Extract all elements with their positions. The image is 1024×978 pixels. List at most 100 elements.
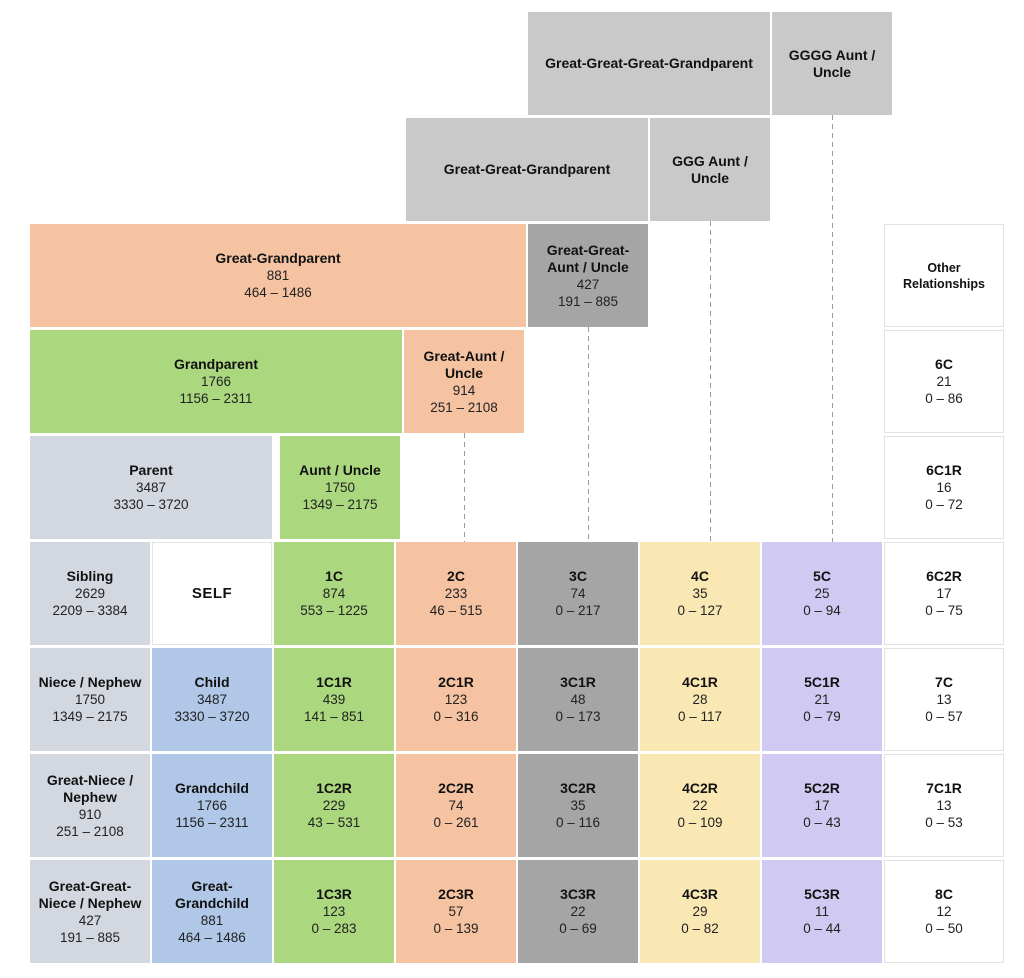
cell-title: 7C <box>935 674 953 690</box>
dashed-connector-gg-aunt-to-3c <box>588 327 589 542</box>
cell-average: 1750 <box>74 692 106 707</box>
cell-average: 22 <box>570 904 586 919</box>
cell-average: 17 <box>814 798 830 813</box>
cell-range: 0 – 53 <box>925 815 963 830</box>
cell-title: 4C3R <box>682 886 718 902</box>
cell-great-niece-nephew: Great-Niece / Nephew 910 251 – 2108 <box>30 754 150 857</box>
cell-range: 0 – 127 <box>677 603 723 618</box>
cell-average: 57 <box>448 904 464 919</box>
cell-parent: Parent 3487 3330 – 3720 <box>30 436 272 539</box>
cell-range: 0 – 72 <box>925 497 963 512</box>
cell-title: Niece / Nephew <box>38 674 142 690</box>
relationship-grid: Great-Great-Great-Grandparent GGGG Aunt … <box>30 12 1004 963</box>
cell-title: 5C3R <box>804 886 840 902</box>
cell-1c3r: 1C3R 123 0 – 283 <box>274 860 394 963</box>
cell-average: 1766 <box>196 798 228 813</box>
cell-title: 2C <box>447 568 465 584</box>
cell-great-great-aunt-uncle: Great-Great-Aunt / Uncle 427 191 – 885 <box>528 224 648 327</box>
cell-average: 11 <box>814 904 829 919</box>
dashed-connector-great-aunt-to-2c <box>464 433 465 542</box>
cell-title: 8C <box>935 886 953 902</box>
dashed-connector-ggg-aunt-to-4c <box>710 221 711 542</box>
cell-title: Great-Great-Great-Grandparent <box>545 55 753 71</box>
cell-3c2r: 3C2R 35 0 – 116 <box>518 754 638 857</box>
cell-range: 251 – 2108 <box>430 399 498 415</box>
cell-title: 6C1R <box>926 462 962 478</box>
cell-grandchild: Grandchild 1766 1156 – 2311 <box>152 754 272 857</box>
cell-title: 6C2R <box>926 568 962 584</box>
cell-great-great-grandparent: Great-Great-Grandparent <box>406 118 648 221</box>
cell-average: 22 <box>692 798 708 813</box>
cell-7c1r: 7C1R 13 0 – 53 <box>884 754 1004 857</box>
cell-range: 2209 – 3384 <box>52 603 128 618</box>
cell-average: 28 <box>692 692 708 707</box>
cell-range: 0 – 316 <box>433 709 479 724</box>
cell-average: 48 <box>570 692 586 707</box>
cell-range: 0 – 283 <box>311 921 357 936</box>
cell-title: 5C <box>813 568 831 584</box>
cell-range: 141 – 851 <box>303 709 365 724</box>
cell-average: 874 <box>322 586 346 601</box>
cell-average: 12 <box>936 904 952 919</box>
cell-1c2r: 1C2R 229 43 – 531 <box>274 754 394 857</box>
cell-average: 29 <box>692 904 708 919</box>
cell-average: 1766 <box>200 374 232 389</box>
cell-range: 0 – 94 <box>803 603 841 618</box>
cell-title: GGG Aunt / Uncle <box>672 152 748 186</box>
cell-title: 5C2R <box>804 780 840 796</box>
cell-title: 4C2R <box>682 780 718 796</box>
cell-range: 0 – 75 <box>925 603 963 618</box>
cell-title: 3C3R <box>560 886 596 902</box>
cell-title: SELF <box>191 585 233 602</box>
cell-range: 3330 – 3720 <box>113 497 189 512</box>
cell-gggg-aunt-uncle: GGGG Aunt / Uncle <box>772 12 892 115</box>
cell-range: 0 – 117 <box>677 709 723 724</box>
cell-great-grandchild: Great-Grandchild 881 464 – 1486 <box>152 860 272 963</box>
cell-title: 3C <box>569 568 587 584</box>
cell-range: 0 – 69 <box>559 921 597 936</box>
cell-title: Parent <box>129 462 173 478</box>
cell-title: 2C3R <box>438 886 474 902</box>
cell-average: 229 <box>322 798 346 813</box>
cell-range: 0 – 79 <box>803 709 841 724</box>
cell-ggg-aunt-uncle: GGG Aunt / Uncle <box>650 118 770 221</box>
cell-2c2r: 2C2R 74 0 – 261 <box>396 754 516 857</box>
cell-5c: 5C 25 0 – 94 <box>762 542 882 645</box>
cell-range: 1349 – 2175 <box>302 497 378 512</box>
cell-1c1r: 1C1R 439 141 – 851 <box>274 648 394 751</box>
cell-average: 35 <box>570 798 586 813</box>
cell-average: 74 <box>570 586 586 601</box>
cell-3c: 3C 74 0 – 217 <box>518 542 638 645</box>
dashed-connector-gggg-aunt-to-5c <box>832 115 833 542</box>
cell-title: Aunt / Uncle <box>299 462 381 478</box>
cell-title: 1C2R <box>316 780 352 796</box>
cell-range: 43 – 531 <box>307 815 361 830</box>
cell-title: Great-Great-Aunt / Uncle <box>546 241 630 275</box>
cell-range: 0 – 82 <box>681 921 719 936</box>
cell-title: 4C <box>691 568 709 584</box>
cell-average: 123 <box>444 692 468 707</box>
cell-average: 881 <box>266 268 290 283</box>
cell-title: 5C1R <box>804 674 840 690</box>
cell-average: 35 <box>692 586 708 601</box>
cell-range: 1156 – 2311 <box>175 815 249 830</box>
cell-niece-nephew: Niece / Nephew 1750 1349 – 2175 <box>30 648 150 751</box>
cell-title: 3C1R <box>560 674 596 690</box>
cell-5c2r: 5C2R 17 0 – 43 <box>762 754 882 857</box>
cell-6c1r: 6C1R 16 0 – 72 <box>884 436 1004 539</box>
cell-range: 0 – 139 <box>433 921 479 936</box>
cell-title: Great-Aunt / Uncle <box>423 347 505 381</box>
cell-6c: 6C 21 0 – 86 <box>884 330 1004 433</box>
cell-1c: 1C 874 553 – 1225 <box>274 542 394 645</box>
cell-range: 0 – 43 <box>803 815 841 830</box>
cell-average: 881 <box>200 912 224 928</box>
cell-5c1r: 5C1R 21 0 – 79 <box>762 648 882 751</box>
cell-4c2r: 4C2R 22 0 – 109 <box>640 754 760 857</box>
cell-aunt-uncle: Aunt / Uncle 1750 1349 – 2175 <box>280 436 400 539</box>
cell-average: 914 <box>452 382 476 398</box>
cell-range: 3330 – 3720 <box>174 709 250 724</box>
cell-range: 1156 – 2311 <box>179 391 253 406</box>
cell-8c: 8C 12 0 – 50 <box>884 860 1004 963</box>
cell-title: Great-Great-Niece / Nephew <box>38 877 142 911</box>
